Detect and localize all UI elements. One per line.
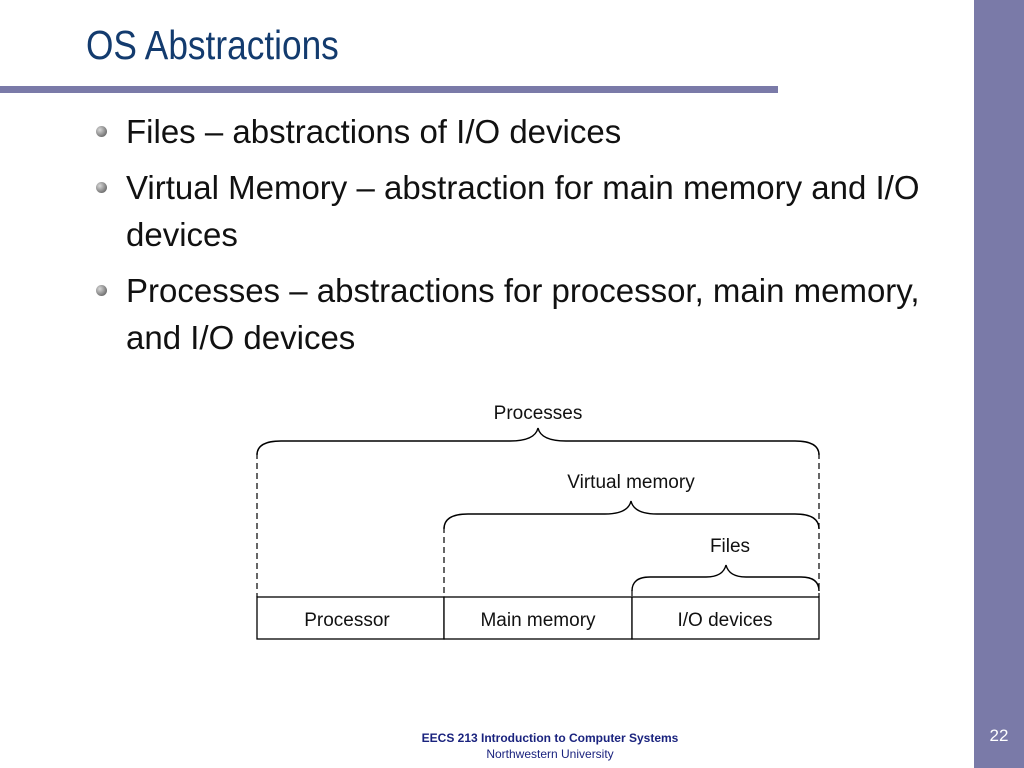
bullet-text: Files – abstractions of I/O devices [126, 113, 622, 150]
virtual-memory-brace [443, 500, 820, 530]
io-devices-label: I/O devices [677, 610, 772, 631]
footer-university: Northwestern University [486, 747, 614, 761]
main-memory-label: Main memory [480, 610, 596, 631]
bullet-item-processes: Processes – abstractions for processor, … [96, 267, 956, 361]
files-label: Files [710, 536, 750, 557]
side-accent-bar [974, 0, 1024, 768]
bullet-item-files: Files – abstractions of I/O devices [96, 108, 956, 155]
bullet-dot-icon [96, 126, 107, 137]
processes-label: Processes [494, 403, 583, 424]
virtual-memory-label: Virtual memory [567, 472, 695, 493]
files-brace [631, 564, 820, 592]
title-underline-bar [0, 86, 778, 93]
bullet-item-virtual-memory: Virtual Memory – abstraction for main me… [96, 164, 956, 258]
bullet-text: Processes – abstractions for processor, … [126, 272, 920, 356]
bullet-list: Files – abstractions of I/O devices Virt… [96, 108, 956, 370]
bullet-dot-icon [96, 182, 107, 193]
bullet-dot-icon [96, 285, 107, 296]
processes-brace [256, 427, 820, 456]
bullet-text: Virtual Memory – abstraction for main me… [126, 169, 920, 253]
io-devices-box [631, 596, 820, 640]
page-number: 22 [989, 726, 1009, 745]
processor-label: Processor [304, 610, 390, 631]
slide-title: OS Abstractions [86, 22, 339, 68]
footer-course-title: EECS 213 Introduction to Computer System… [421, 731, 679, 745]
processor-box [256, 596, 445, 640]
